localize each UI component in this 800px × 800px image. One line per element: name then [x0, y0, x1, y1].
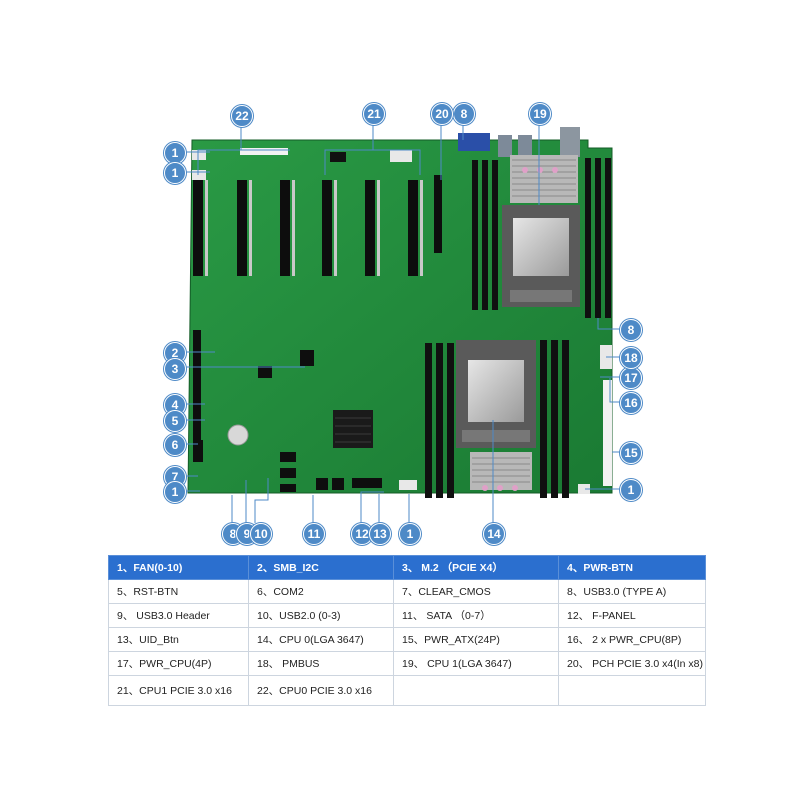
- component-legend-table: 1、FAN(0-10) 2、SMB_I2C 3、 M.2 （PCIE X4） 4…: [108, 555, 706, 706]
- sata-ports: [280, 452, 344, 492]
- callout-cpu0-pcie: 22: [231, 105, 253, 127]
- callout-usb2: 10: [250, 523, 272, 545]
- legend-row: 17、PWR_CPU(4P) 18、 PMBUS 19、 CPU 1(LGA 3…: [108, 651, 706, 676]
- legend-cell: 1、FAN(0-10): [108, 555, 249, 580]
- legend-cell: 20、 PCH PCIE 3.0 x4(In x8): [558, 651, 706, 676]
- legend-cell: [558, 675, 706, 706]
- callout-uid-btn: 13: [369, 523, 391, 545]
- callout-rst-btn: 5: [164, 410, 186, 432]
- callout-fan-1: 1: [164, 142, 186, 164]
- callout-usb3-c: 8: [453, 103, 475, 125]
- motherboard-illustration: [184, 124, 620, 523]
- callout-pwr-cpu-8p: 16: [620, 392, 642, 414]
- pwr-cpu-8p: [603, 380, 612, 416]
- dimm-slots-cpu0: [425, 340, 569, 498]
- vga-connector: [458, 133, 490, 151]
- legend-cell: 18、 PMBUS: [248, 651, 394, 676]
- callout-cpu1-pcie: 21: [363, 103, 385, 125]
- pch-pcie-slot: [434, 175, 442, 253]
- legend-cell: 3、 M.2 （PCIE X4）: [393, 555, 559, 580]
- legend-cell: 11、 SATA （0-7）: [393, 603, 559, 628]
- callout-cpu0: 14: [483, 523, 505, 545]
- legend-cell: [393, 675, 559, 706]
- legend-row: 5、RST-BTN 6、COM2 7、CLEAR_CMOS 8、USB3.0 (…: [108, 579, 706, 604]
- cmos-battery: [227, 424, 249, 446]
- callout-fan-2: 1: [164, 162, 186, 184]
- callout-fan-3: 1: [164, 481, 186, 503]
- legend-cell: 13、UID_Btn: [108, 627, 249, 652]
- legend-cell: 5、RST-BTN: [108, 579, 249, 604]
- callout-f-panel: 12: [351, 523, 373, 545]
- callout-pmbus: 18: [620, 347, 642, 369]
- pcie-slots-cpu0: [193, 180, 290, 276]
- pwr-atx-24p: [603, 410, 612, 486]
- legend-cell: 8、USB3.0 (TYPE A): [558, 579, 706, 604]
- pcie-slots-cpu1: [322, 180, 418, 276]
- callout-m2: 3: [164, 358, 186, 380]
- callout-com2: 6: [164, 434, 186, 456]
- legend-cell: 17、PWR_CPU(4P): [108, 651, 249, 676]
- legend-cell: 14、CPU 0(LGA 3647): [248, 627, 394, 652]
- legend-row: 13、UID_Btn 14、CPU 0(LGA 3647) 15、PWR_ATX…: [108, 627, 706, 652]
- motherboard-diagram: 1 1 2 3 4 5 6 7 1 8 9 10 11 12 13 1 14 1…: [164, 103, 642, 545]
- dimm-slots-cpu1: [472, 158, 611, 318]
- legend-cell: 22、CPU0 PCIE 3.0 x16: [248, 675, 394, 706]
- callout-pch-pcie: 20: [431, 103, 453, 125]
- legend-cell: 4、PWR-BTN: [558, 555, 706, 580]
- callout-pwr-atx: 15: [620, 442, 642, 464]
- legend-row: 9、 USB3.0 Header 10、USB2.0 (0-3) 11、 SAT…: [108, 603, 706, 628]
- callout-pwr-cpu-4p: 17: [620, 367, 642, 389]
- legend-cell: 21、CPU1 PCIE 3.0 x16: [108, 675, 249, 706]
- callout-fan-4: 1: [399, 523, 421, 545]
- legend-header-row: 1、FAN(0-10) 2、SMB_I2C 3、 M.2 （PCIE X4） 4…: [108, 555, 706, 580]
- callout-cpu1: 19: [529, 103, 551, 125]
- callout-fan-5: 1: [620, 479, 642, 501]
- legend-cell: 19、 CPU 1(LGA 3647): [393, 651, 559, 676]
- callout-usb3-b: 8: [620, 319, 642, 341]
- legend-cell: 15、PWR_ATX(24P): [393, 627, 559, 652]
- legend-cell: 16、 2 x PWR_CPU(8P): [558, 627, 706, 652]
- callout-sata: 11: [303, 523, 325, 545]
- legend-cell: 6、COM2: [248, 579, 394, 604]
- legend-cell: 9、 USB3.0 Header: [108, 603, 249, 628]
- legend-cell: 10、USB2.0 (0-3): [248, 603, 394, 628]
- legend-cell: 12、 F-PANEL: [558, 603, 706, 628]
- legend-cell: 7、CLEAR_CMOS: [393, 579, 559, 604]
- legend-row: 21、CPU1 PCIE 3.0 x16 22、CPU0 PCIE 3.0 x1…: [108, 675, 706, 706]
- legend-cell: 2、SMB_I2C: [248, 555, 394, 580]
